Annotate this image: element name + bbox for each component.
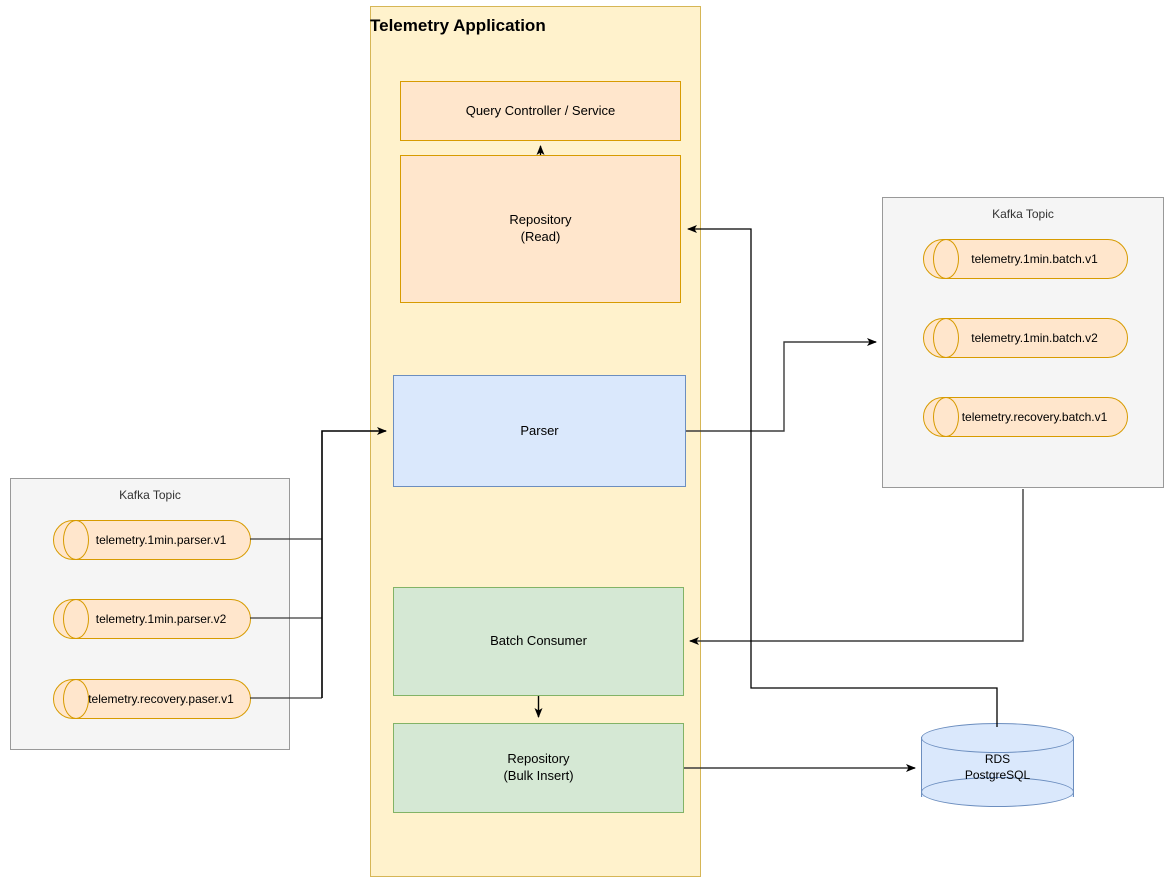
database-label-line1: RDS	[984, 752, 1011, 766]
database-label-line2: PostgreSQL	[964, 768, 1031, 783]
kafka-topic-batch-v1-label: telemetry.1min.batch.v1	[971, 252, 1098, 266]
kafka-topic-recovery-paser-v1[interactable]: telemetry.recovery.paser.v1	[53, 679, 251, 719]
repository-bulk-label-line1: Repository	[507, 751, 570, 767]
kafka-left-title: Kafka Topic	[119, 488, 181, 502]
kafka-topic-recovery-batch-v1[interactable]: telemetry.recovery.batch.v1	[923, 397, 1128, 437]
kafka-topic-batch-v2[interactable]: telemetry.1min.batch.v2	[923, 318, 1128, 358]
kafka-topic-parser-v1[interactable]: telemetry.1min.parser.v1	[53, 520, 251, 560]
kafka-topic-parser-v1-label: telemetry.1min.parser.v1	[95, 533, 227, 547]
kafka-topic-group-left: Kafka Topic telemetry.1min.parser.v1 tel…	[10, 478, 290, 750]
database-cylinder-bottom	[921, 777, 1074, 807]
repository-read-node[interactable]: Repository (Read)	[400, 155, 681, 303]
repository-bulk-insert-node[interactable]: Repository (Bulk Insert)	[393, 723, 684, 813]
batch-consumer-node[interactable]: Batch Consumer	[393, 587, 684, 696]
kafka-right-title: Kafka Topic	[992, 207, 1054, 221]
kafka-topic-recovery-batch-v1-label: telemetry.recovery.batch.v1	[961, 410, 1108, 424]
kafka-topic-parser-v2-label: telemetry.1min.parser.v2	[95, 612, 227, 626]
page-title: Telemetry Application	[370, 16, 546, 35]
repository-read-label-line1: Repository	[509, 212, 572, 228]
kafka-topic-recovery-paser-v1-label: telemetry.recovery.paser.v1	[88, 692, 234, 706]
repository-bulk-label-line2: (Bulk Insert)	[503, 768, 574, 783]
rds-postgresql-database[interactable]: RDS PostgreSQL	[921, 723, 1074, 807]
parser-label: Parser	[520, 422, 559, 438]
kafka-topic-parser-v2[interactable]: telemetry.1min.parser.v2	[53, 599, 251, 639]
query-controller-label: Query Controller / Service	[465, 102, 616, 118]
query-controller-service-node[interactable]: Query Controller / Service	[400, 81, 681, 141]
repository-read-label: Repository (Read)	[509, 212, 571, 246]
repository-read-label-line2: (Read)	[520, 229, 561, 244]
database-label: RDS PostgreSQL	[921, 751, 1074, 783]
kafka-topic-batch-v2-label: telemetry.1min.batch.v2	[971, 331, 1098, 345]
edge-kafka-right-to-batch-consumer	[689, 489, 1024, 645]
database-cylinder-top	[921, 723, 1074, 753]
repository-bulk-label: Repository (Bulk Insert)	[503, 751, 573, 785]
batch-consumer-label: Batch Consumer	[490, 633, 587, 649]
parser-node[interactable]: Parser	[393, 375, 686, 487]
kafka-topic-batch-v1[interactable]: telemetry.1min.batch.v1	[923, 239, 1128, 279]
kafka-topic-group-right: Kafka Topic telemetry.1min.batch.v1 tele…	[882, 197, 1164, 488]
edge-parser-to-kafka-right	[686, 338, 877, 432]
